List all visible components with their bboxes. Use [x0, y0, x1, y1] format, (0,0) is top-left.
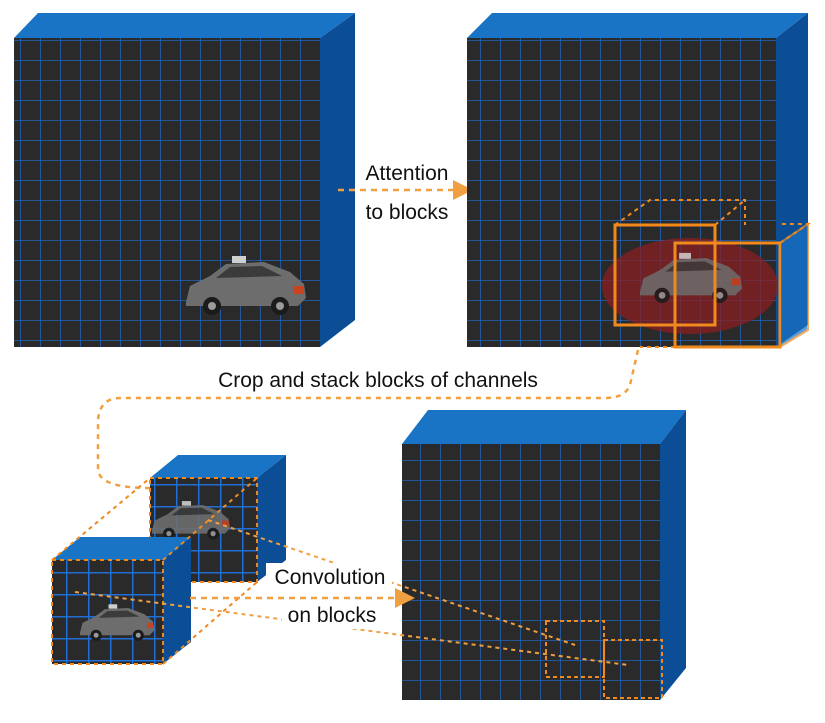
crop-stack-connector	[96, 349, 640, 490]
feature-map-input-side	[320, 13, 355, 347]
attention-label-line1: Attention	[366, 162, 449, 185]
convolution-arrow-diag-2	[74, 591, 629, 666]
crop-stack-label: Crop and stack blocks of channels	[218, 369, 538, 392]
stacked-block-back-top	[150, 455, 286, 478]
feature-map-output	[402, 410, 686, 700]
feature-map-attention	[467, 13, 812, 349]
output-block-2	[603, 639, 663, 699]
stacked-block-front-side	[163, 537, 191, 664]
stacked-block-front-outline	[51, 559, 164, 665]
stacked-block-front	[51, 537, 191, 665]
convolution-label-line1: Convolution	[275, 566, 386, 589]
stack-link-dashes	[51, 477, 258, 665]
attended-block-dashes	[614, 199, 812, 348]
attention-label-line2: to blocks	[366, 201, 449, 224]
stacked-block-front-top	[52, 537, 191, 560]
stacked-block-back-outline	[149, 477, 258, 583]
stacked-block-back	[149, 455, 286, 583]
crop-stack-label-bg	[192, 366, 564, 394]
convolution-label-bg-2	[282, 603, 382, 629]
feature-map-output-face	[402, 444, 660, 700]
output-block-1	[545, 620, 605, 678]
convolution-label-bg-1	[266, 563, 392, 589]
convolution-label-line2: on blocks	[288, 604, 377, 627]
stacked-block-back-side	[257, 455, 286, 582]
feature-map-output-top	[402, 410, 686, 444]
feature-map-input	[14, 13, 355, 347]
attended-block-1	[613, 223, 717, 327]
feature-map-attention-top	[467, 13, 808, 38]
attended-block-2-side	[779, 222, 809, 349]
feature-map-output-side	[660, 410, 686, 700]
feature-map-input-top	[14, 13, 355, 38]
